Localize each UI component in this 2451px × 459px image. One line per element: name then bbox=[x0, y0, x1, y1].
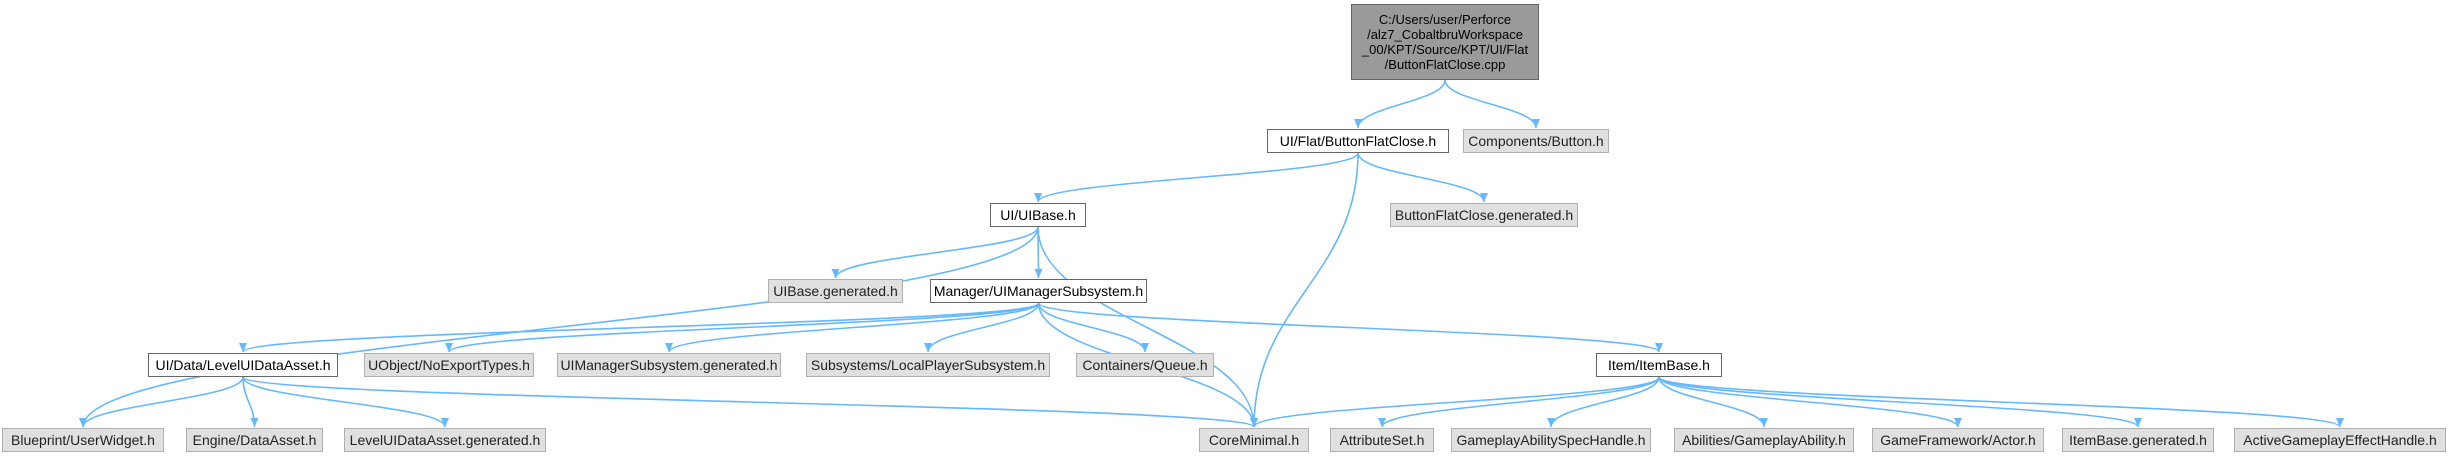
edge-itembase_h-to-abilities_gameplayability bbox=[1658, 376, 1768, 428]
edge-buttonflatclose_h-to-buttonflatclose_generated bbox=[1357, 152, 1488, 203]
edge-uibase_h-to-coreminimal bbox=[1037, 226, 1258, 428]
node-buttonflatclose-generated-h[interactable]: ButtonFlatClose.generated.h bbox=[1390, 203, 1578, 227]
root-line-4: /ButtonFlatClose.cpp bbox=[1384, 57, 1506, 72]
edge-itembase_h-to-activegameplayeffecthandle bbox=[1658, 376, 2344, 428]
node-uibase-h[interactable]: UI/UIBase.h bbox=[990, 203, 1086, 227]
node-itembase-generated-h[interactable]: ItemBase.generated.h bbox=[2062, 428, 2214, 452]
node-coreminimal-h[interactable]: CoreMinimal.h bbox=[1199, 428, 1309, 452]
edge-leveluidataasset_h-to-engine_dataasset bbox=[242, 376, 259, 428]
edge-uimanager_subsystem-to-localplayer_subsystem bbox=[924, 302, 1040, 353]
edge-root-to-components_button bbox=[1444, 79, 1540, 129]
node-abilities-gameplayability-h[interactable]: Abilities/GameplayAbility.h bbox=[1674, 428, 1854, 452]
node-containers-queue-h[interactable]: Containers/Queue.h bbox=[1076, 353, 1214, 377]
node-activegameplayeffecthandle-h[interactable]: ActiveGameplayEffectHandle.h bbox=[2234, 428, 2446, 452]
root-file-node: C:/Users/user/Perforce /alz7_CobaltbruWo… bbox=[1351, 4, 1539, 80]
edge-leveluidataasset_h-to-blueprint_userwidget bbox=[79, 376, 244, 428]
edge-itembase_h-to-gameplayabilityspechandle bbox=[1547, 376, 1660, 428]
edge-itembase_h-to-attributeset bbox=[1378, 376, 1660, 428]
root-line-3: _00/KPT/Source/KPT/UI/Flat bbox=[1361, 42, 1529, 57]
edge-buttonflatclose_h-to-coreminimal bbox=[1250, 152, 1359, 428]
edge-itembase_h-to-gameframework_actor bbox=[1658, 376, 1962, 428]
edge-uibase_h-to-blueprint_userwidget bbox=[79, 226, 1039, 428]
node-itembase-h[interactable]: Item/ItemBase.h bbox=[1596, 353, 1722, 377]
node-uibase-generated-h[interactable]: UIBase.generated.h bbox=[768, 279, 903, 303]
node-buttonflatclose-h[interactable]: UI/Flat/ButtonFlatClose.h bbox=[1267, 129, 1449, 153]
edge-uimanager_subsystem-to-leveluidataasset_h bbox=[239, 302, 1040, 353]
node-localplayer-subsystem-h[interactable]: Subsystems/LocalPlayerSubsystem.h bbox=[806, 353, 1050, 377]
edge-uimanager_subsystem-to-itembase_h bbox=[1037, 302, 1663, 353]
node-components-button-h[interactable]: Components/Button.h bbox=[1463, 129, 1609, 153]
root-line-2: /alz7_CobaltbruWorkspace bbox=[1367, 27, 1523, 42]
edge-uimanager_subsystem-to-containers_queue bbox=[1037, 302, 1149, 353]
node-uimanager-subsystem-h[interactable]: Manager/UIManagerSubsystem.h bbox=[930, 279, 1147, 303]
node-gameframework-actor-h[interactable]: GameFramework/Actor.h bbox=[1872, 428, 2044, 452]
edge-itembase_h-to-coreminimal bbox=[1250, 376, 1660, 428]
edge-uimanager_subsystem-to-uobject_noexporttypes bbox=[445, 302, 1040, 353]
node-attributeset-h[interactable]: AttributeSet.h bbox=[1330, 428, 1434, 452]
edge-leveluidataasset_h-to-leveluidataasset_generated bbox=[242, 376, 449, 428]
node-uobject-noexporttypes-h[interactable]: UObject/NoExportTypes.h bbox=[364, 353, 534, 377]
node-leveluidataasset-h[interactable]: UI/Data/LevelUIDataAsset.h bbox=[148, 353, 338, 377]
node-uimanager-subsystem-generated-h[interactable]: UIManagerSubsystem.generated.h bbox=[557, 353, 781, 377]
edge-itembase_h-to-itembase_generated bbox=[1658, 376, 2142, 428]
edge-buttonflatclose_h-to-uibase_h bbox=[1034, 152, 1359, 203]
root-line-1: C:/Users/user/Perforce bbox=[1378, 12, 1512, 27]
node-leveluidataasset-generated-h[interactable]: LevelUIDataAsset.generated.h bbox=[344, 428, 546, 452]
edge-root-to-buttonflatclose_h bbox=[1354, 79, 1446, 129]
node-gameplayabilityspechandle-h[interactable]: GameplayAbilitySpecHandle.h bbox=[1451, 428, 1651, 452]
edge-uimanager_subsystem-to-uimanager_generated bbox=[665, 302, 1040, 353]
node-engine-dataasset-h[interactable]: Engine/DataAsset.h bbox=[186, 428, 323, 452]
node-blueprint-userwidget-h[interactable]: Blueprint/UserWidget.h bbox=[2, 428, 164, 452]
edge-uibase_h-to-uibase_generated bbox=[831, 226, 1039, 279]
edge-leveluidataasset_h-to-coreminimal bbox=[242, 376, 1258, 428]
